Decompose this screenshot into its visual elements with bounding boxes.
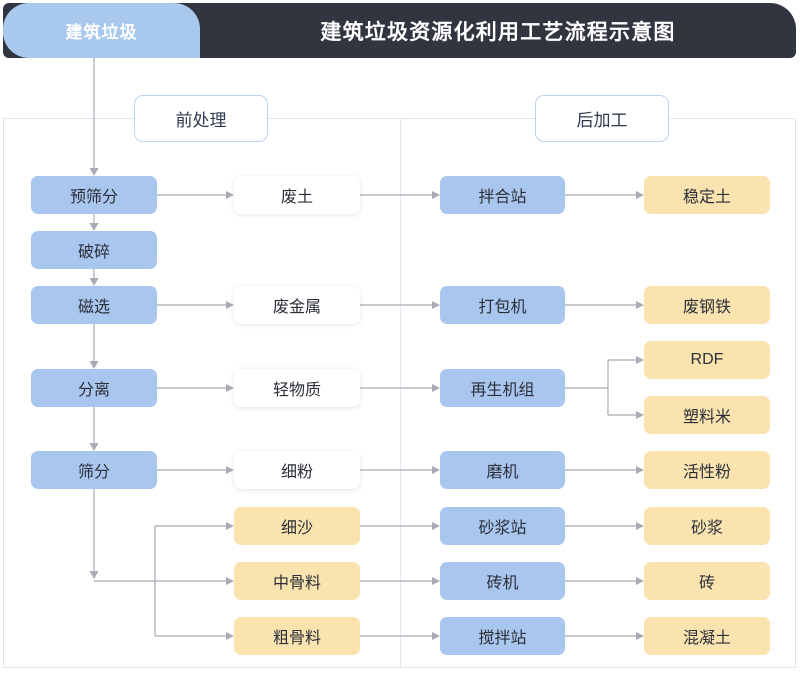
node-fine-sand[interactable]: 细沙 [234,507,360,545]
node-mortar-station[interactable]: 砂浆站 [440,507,565,545]
arrowhead [226,191,234,199]
node-mortar[interactable]: 砂浆 [644,507,770,545]
arrowhead [89,361,99,369]
arrowhead [89,168,99,176]
node-magnetic-separation[interactable]: 磁选 [31,286,157,324]
node-medium-aggregate[interactable]: 中骨料 [234,562,360,600]
stage-label-pre-process: 前处理 [134,95,268,142]
node-screening[interactable]: 筛分 [31,451,157,489]
node-concrete-mixing-station[interactable]: 搅拌站 [440,617,565,655]
arrowhead [432,384,440,392]
node-waste-soil[interactable]: 废土 [234,176,360,214]
arrowhead [432,466,440,474]
node-separation[interactable]: 分离 [31,369,157,407]
arrowhead [432,577,440,585]
node-recycling-unit[interactable]: 再生机组 [440,369,565,407]
node-rdf[interactable]: RDF [644,341,770,379]
node-mill[interactable]: 磨机 [440,451,565,489]
arrowhead [89,278,99,286]
arrowhead [636,632,644,640]
node-mixing-station[interactable]: 拌合站 [440,176,565,214]
node-crush[interactable]: 破碎 [31,231,157,269]
arrowhead [636,466,644,474]
node-fine-powder[interactable]: 细粉 [234,451,360,489]
node-brick-machine[interactable]: 砖机 [440,562,565,600]
node-baler[interactable]: 打包机 [440,286,565,324]
arrowhead [636,522,644,530]
arrowhead [636,301,644,309]
node-concrete[interactable]: 混凝土 [644,617,770,655]
arrowhead [226,301,234,309]
node-pre-screen[interactable]: 预筛分 [31,176,157,214]
page-title: 建筑垃圾资源化利用工艺流程示意图 [320,20,676,44]
panel-divider [400,118,401,669]
arrowhead [636,577,644,585]
node-brick[interactable]: 砖 [644,562,770,600]
node-scrap-metal[interactable]: 废金属 [234,286,360,324]
node-light-material[interactable]: 轻物质 [234,369,360,407]
node-stabilized-soil[interactable]: 稳定土 [644,176,770,214]
arrowhead [432,191,440,199]
arrowhead [432,301,440,309]
arrowhead [226,577,234,585]
arrowhead [226,632,234,640]
arrowhead [226,466,234,474]
node-plastic-pellet[interactable]: 塑料米 [644,396,770,434]
header-tab-construction-waste[interactable]: 建筑垃圾 [3,3,200,58]
arrowhead [636,191,644,199]
node-scrap-steel[interactable]: 废钢铁 [644,286,770,324]
stage-label-post-process: 后加工 [535,95,669,142]
node-coarse-aggregate[interactable]: 粗骨料 [234,617,360,655]
arrowhead [89,571,99,579]
arrowhead [89,223,99,231]
arrowhead [432,522,440,530]
arrowhead [636,356,644,364]
diagram-panel [3,118,796,668]
arrowhead [432,632,440,640]
arrowhead [226,522,234,530]
arrowhead [636,411,644,419]
arrowhead [226,384,234,392]
arrowhead [89,443,99,451]
node-active-powder[interactable]: 活性粉 [644,451,770,489]
